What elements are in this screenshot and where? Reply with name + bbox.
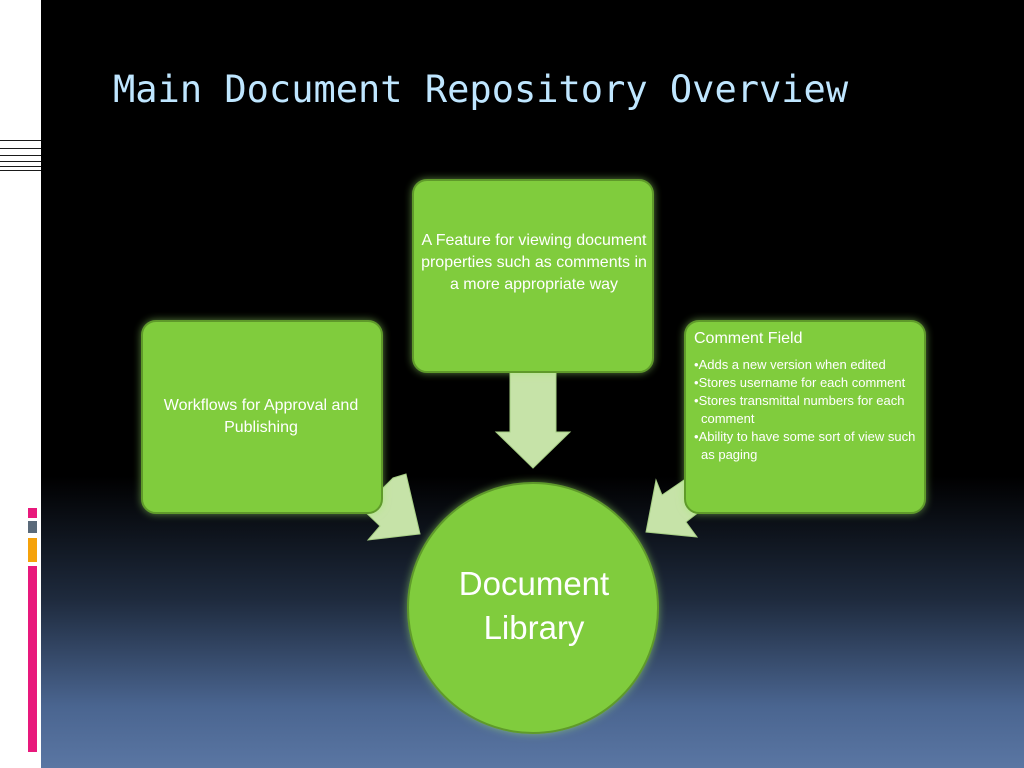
- left-box-text: Workflows for Approval and Publishing: [163, 397, 359, 436]
- strip-line: [0, 161, 41, 162]
- left-decorative-strip: [0, 0, 41, 768]
- comment-field-bullets: Adds a new version when edited Stores us…: [694, 356, 918, 464]
- strip-line: [0, 155, 41, 156]
- bullet-item: Adds a new version when edited: [694, 356, 918, 374]
- accent-pink-small: [28, 508, 37, 518]
- slide-title: Main Document Repository Overview: [113, 68, 849, 111]
- bullet-item: Stores transmittal numbers for each comm…: [694, 392, 918, 428]
- center-circle-shape: [407, 482, 659, 734]
- center-label-line1: Document: [458, 565, 610, 602]
- accent-pink-long: [28, 566, 37, 752]
- strip-line: [0, 148, 41, 149]
- comment-field-heading: Comment Field: [694, 330, 803, 347]
- bullet-item: Ability to have some sort of view such a…: [694, 428, 918, 464]
- top-box-shape: [412, 179, 654, 373]
- center-label-line2: Library: [483, 609, 585, 646]
- strip-line: [0, 170, 41, 171]
- bullet-item: Stores username for each comment: [694, 374, 918, 392]
- center-circle-label: Document Library: [418, 562, 650, 650]
- right-box-content: Comment Field Adds a new version when ed…: [694, 328, 918, 464]
- left-box-shape: [141, 320, 383, 514]
- accent-orange: [28, 538, 37, 562]
- accent-gray: [28, 521, 37, 533]
- strip-line: [0, 166, 41, 167]
- top-box-text: A Feature for viewing document propertie…: [421, 232, 647, 293]
- arrow-down: [494, 371, 572, 469]
- strip-line: [0, 140, 41, 141]
